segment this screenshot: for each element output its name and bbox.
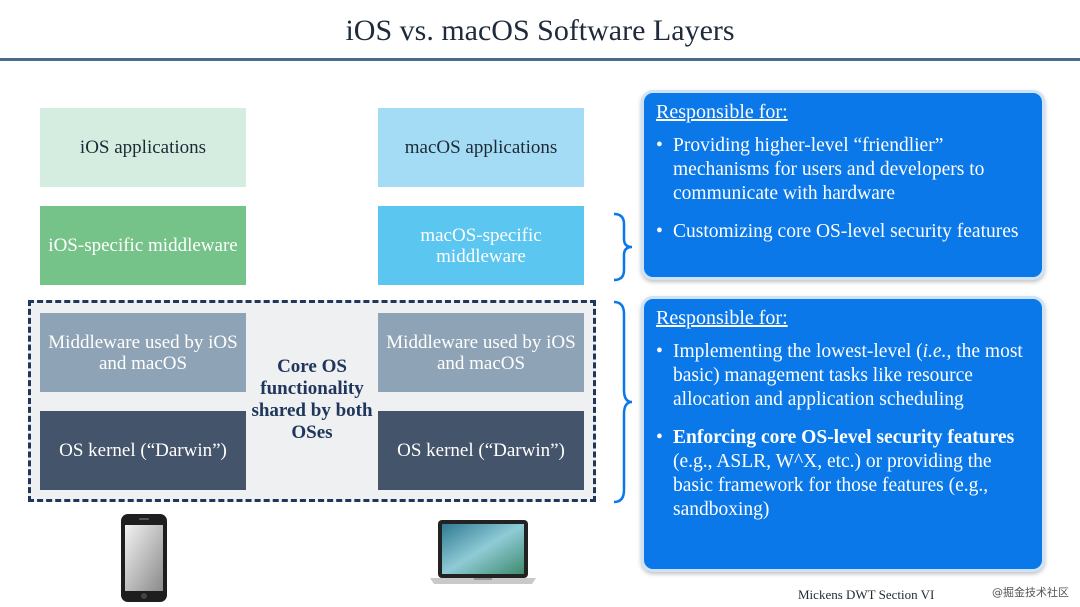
watermark: @掘金技术社区 — [992, 586, 1069, 599]
title-divider — [0, 58, 1080, 61]
ios-kernel-box: OS kernel (“Darwin”) — [40, 411, 246, 490]
lower-brace — [613, 300, 633, 504]
macos-shared-middleware-box: Middleware used by iOS and macOS — [378, 313, 584, 392]
ios-shared-middleware-box: Middleware used by iOS and macOS — [40, 313, 246, 392]
list-item: • Enforcing core OS-level security featur… — [656, 426, 1030, 522]
ios-applications-box: iOS applications — [40, 108, 246, 187]
macbook-icon — [430, 520, 536, 584]
list-item-text: , the most basic) management tasks like … — [673, 341, 1023, 410]
macos-applications-box: macOS applications — [378, 108, 584, 187]
list-item-text: Providing higher-level “friendlier” mech… — [673, 135, 985, 204]
bullet: • — [656, 427, 663, 448]
bullet: • — [656, 341, 663, 362]
list-item-text: Implementing the lowest-level ( — [673, 341, 923, 362]
panel-heading: Responsible for: — [656, 101, 788, 123]
middleware-responsibilities-panel: Responsible for: • Providing higher-level… — [641, 90, 1045, 280]
list-item: • Implementing the lowest-level (i.e., th… — [656, 340, 1030, 412]
macos-kernel-box: OS kernel (“Darwin”) — [378, 411, 584, 490]
core-os-label: Core OS functionality shared by both OSe… — [251, 356, 373, 443]
ios-middleware-box: iOS-specific middleware — [40, 206, 246, 285]
macos-middleware-box: macOS-specific middleware — [378, 206, 584, 285]
footer-credit: Mickens DWT Section VI — [798, 587, 935, 602]
bullet: • — [656, 221, 663, 242]
panel-heading: Responsible for: — [656, 307, 788, 329]
iphone-icon — [121, 514, 167, 602]
kernel-responsibilities-panel: Responsible for: • Implementing the lowes… — [641, 296, 1045, 572]
emphasis-text: i.e. — [922, 341, 947, 362]
upper-brace — [613, 212, 633, 282]
list-item: • Providing higher-level “friendlier” mec… — [656, 134, 1030, 206]
list-item-text: Customizing core OS-level security featu… — [673, 221, 1019, 242]
bullet: • — [656, 135, 663, 156]
slide-title: iOS vs. macOS Software Layers — [345, 14, 735, 47]
list-item-text: (e.g., ASLR, W^X, etc.) or providing the… — [673, 451, 992, 520]
list-item: • Customizing core OS-level security feat… — [656, 220, 1030, 244]
bold-text: Enforcing core OS-level security feature… — [673, 427, 1015, 448]
